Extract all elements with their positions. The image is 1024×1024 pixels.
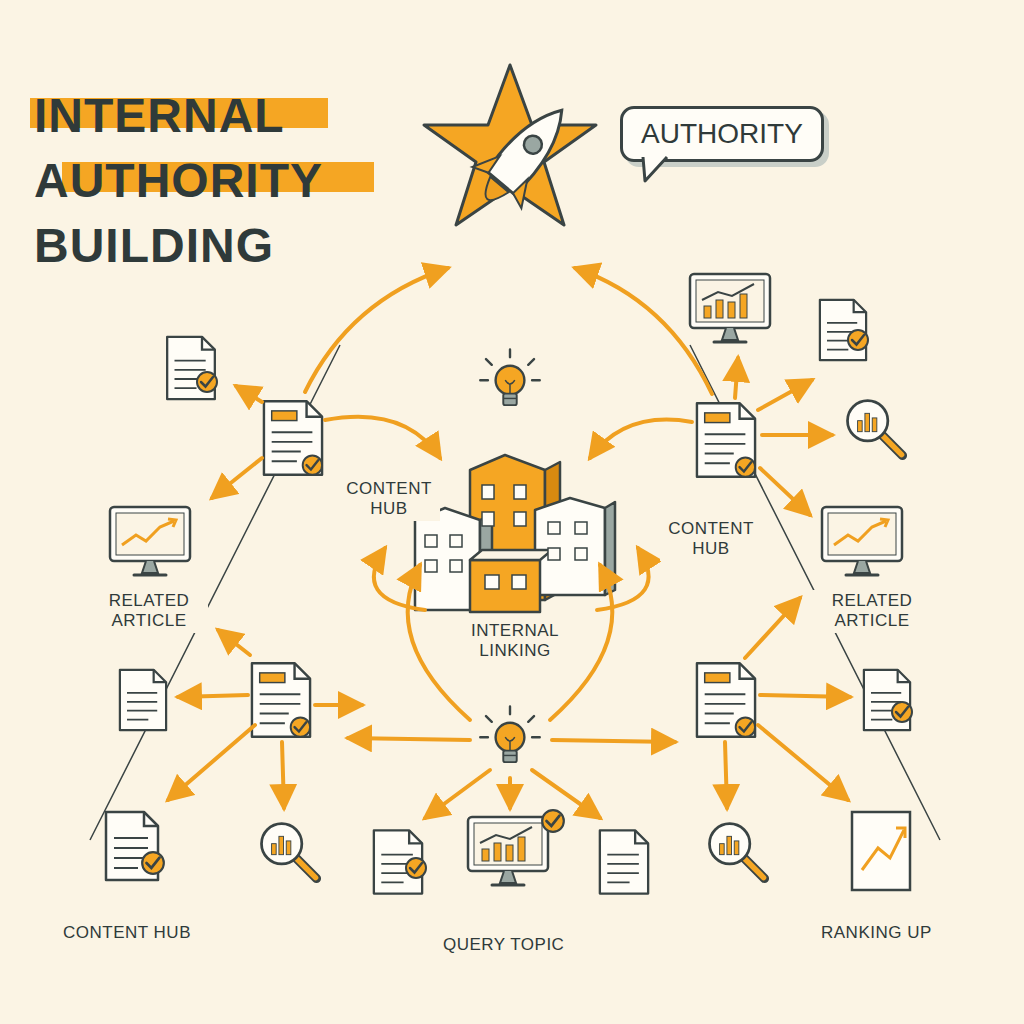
- icon-label: RELATED ARTICLE: [813, 590, 931, 633]
- icon-label: QUERY TOPIC: [440, 934, 567, 956]
- bubble-text: AUTHORITY: [641, 118, 803, 150]
- icon-label: RELATED ARTICLE: [90, 590, 208, 633]
- icon-label: CONTENT HUB: [60, 922, 194, 944]
- speech-bubble: AUTHORITY: [620, 106, 824, 162]
- icon-label: CONTENT HUB: [660, 518, 762, 561]
- icon-label: INTERNAL LINKING: [452, 620, 578, 663]
- icon-label: RANKING UP: [818, 922, 935, 944]
- title: INTERNAL AUTHORITY BUILDING: [34, 84, 374, 278]
- bubble-tail: [641, 157, 681, 187]
- icon-label: CONTENT HUB: [338, 478, 440, 521]
